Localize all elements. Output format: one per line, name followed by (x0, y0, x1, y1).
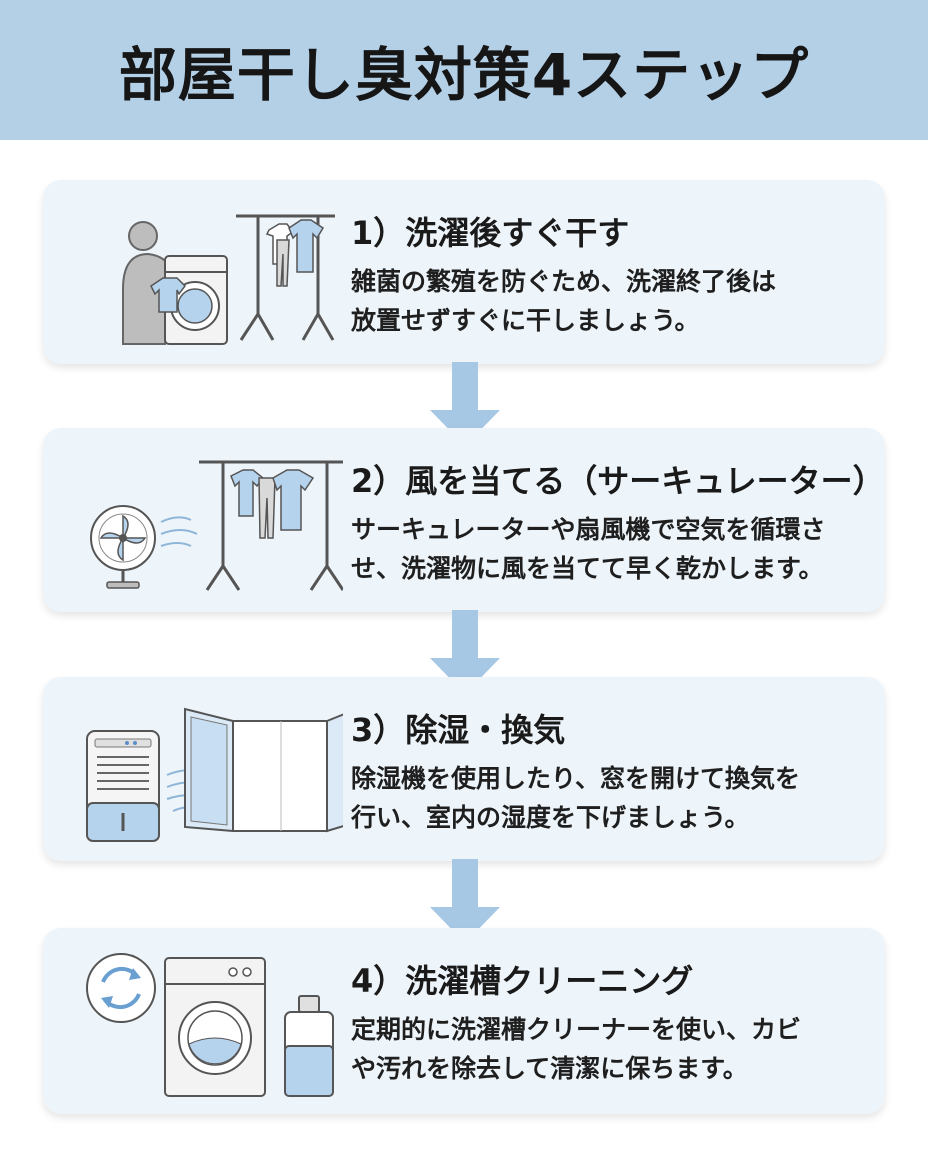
dehumidifier-open-window-icon (73, 691, 343, 851)
step-1-desc-line-2: 放置せずすぐに干しましょう。 (351, 306, 700, 335)
step-4-desc-line-1: 定期的に洗濯槽クリーナーを使い、カビ (351, 1015, 802, 1044)
down-arrow-icon (430, 362, 500, 446)
down-arrow-icon (430, 610, 500, 694)
step-card-2: 2）風を当てる（サーキュレーター） サーキュレーターや扇風機で空気を循環さ せ、… (43, 428, 885, 612)
step-2-description: サーキュレーターや扇風機で空気を循環さ せ、洗濯物に風を当てて早く乾かします。 (351, 510, 881, 588)
page-title: 部屋干し臭対策4ステップ (118, 41, 810, 109)
step-4-description: 定期的に洗濯槽クリーナーを使い、カビ や汚れを除去して清潔に保ちます。 (351, 1010, 881, 1088)
step-3-desc-line-2: 行い、室内の湿度を下げましょう。 (351, 803, 750, 832)
step-card-3: 3）除湿・換気 除湿機を使用したり、窓を開けて換気を 行い、室内の湿度を下げまし… (43, 677, 885, 861)
down-arrow-icon (430, 859, 500, 943)
step-2-desc-line-1: サーキュレーターや扇風機で空気を循環さ (351, 515, 826, 544)
person-washing-machine-drying-rack-icon (73, 194, 343, 354)
header-banner: 部屋干し臭対策4ステップ (0, 0, 928, 140)
circulator-fan-drying-rack-icon (73, 442, 343, 602)
step-2-title: 2）風を当てる（サーキュレーター） (351, 462, 885, 500)
step-card-4: 4）洗濯槽クリーニング 定期的に洗濯槽クリーナーを使い、カビ や汚れを除去して清… (43, 928, 885, 1114)
step-card-1: 1）洗濯後すぐ干す 雑菌の繁殖を防ぐため、洗濯終了後は 放置せずすぐに干しましょ… (43, 180, 885, 364)
step-3-title: 3）除湿・換気 (351, 711, 566, 749)
step-1-title: 1）洗濯後すぐ干す (351, 214, 630, 252)
step-2-desc-line-2: せ、洗濯物に風を当てて早く乾かします。 (351, 554, 824, 583)
step-4-title: 4）洗濯槽クリーニング (351, 962, 694, 1000)
step-1-description: 雑菌の繁殖を防ぐため、洗濯終了後は 放置せずすぐに干しましょう。 (351, 262, 881, 340)
step-1-desc-line-1: 雑菌の繁殖を防ぐため、洗濯終了後は (351, 267, 777, 296)
washing-machine-cleaner-icon (73, 942, 343, 1102)
step-4-desc-line-2: や汚れを除去して清潔に保ちます。 (351, 1054, 748, 1083)
step-3-description: 除湿機を使用したり、窓を開けて換気を 行い、室内の湿度を下げましょう。 (351, 759, 881, 837)
step-3-desc-line-1: 除湿機を使用したり、窓を開けて換気を (351, 764, 801, 793)
